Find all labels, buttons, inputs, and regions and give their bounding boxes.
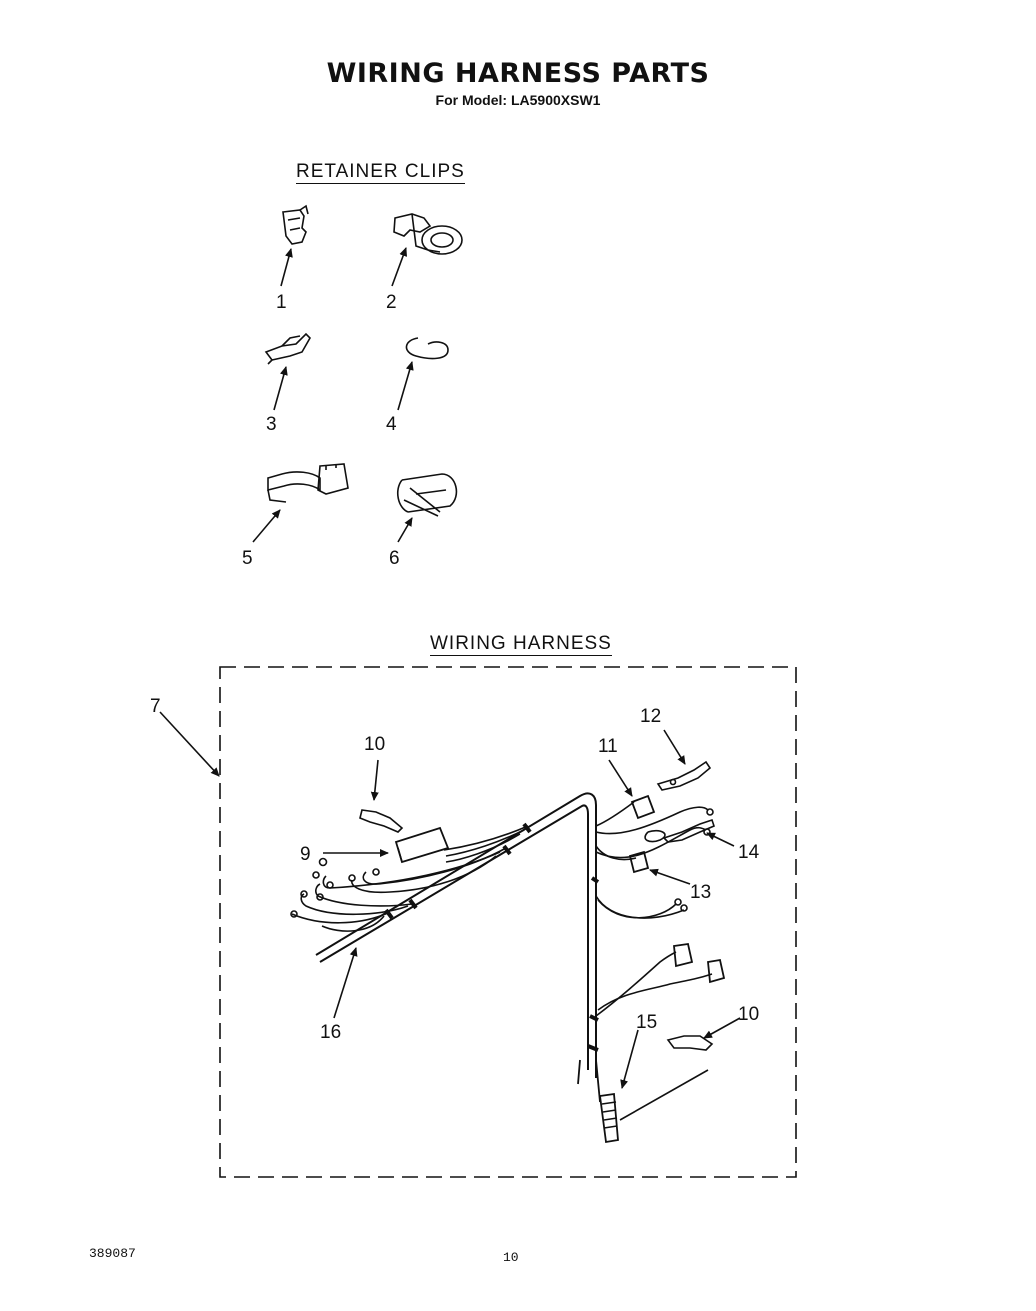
model-subtitle: For Model: LA5900XSW1 xyxy=(435,92,601,108)
callout-2: 2 xyxy=(386,292,397,313)
wiring-harness xyxy=(290,760,726,1144)
callout-13: 13 xyxy=(690,882,711,903)
callout-1: 1 xyxy=(276,292,287,313)
clip-6-part xyxy=(396,473,458,517)
callout-10-lower: 10 xyxy=(738,1004,759,1025)
callout-9: 9 xyxy=(300,844,311,865)
callout-3: 3 xyxy=(266,414,277,435)
clip-2-part xyxy=(393,213,463,255)
clip-5-part xyxy=(267,463,349,503)
callout-15: 15 xyxy=(636,1012,657,1033)
callout-5: 5 xyxy=(242,548,253,569)
callout-6: 6 xyxy=(389,548,400,569)
wiring-harness-heading: WIRING HARNESS xyxy=(430,633,612,656)
retainer-clips-heading: RETAINER CLIPS xyxy=(296,161,465,184)
clip-4-part xyxy=(405,337,449,360)
callout-10-upper: 10 xyxy=(364,734,385,755)
callout-11: 11 xyxy=(598,736,618,757)
clip-1-part xyxy=(282,204,309,245)
callout-14: 14 xyxy=(738,842,760,863)
callout-7: 7 xyxy=(150,696,161,717)
document-number: 389087 xyxy=(89,1246,136,1261)
callout-16: 16 xyxy=(320,1022,341,1043)
harness-boundary xyxy=(219,666,797,1178)
callout-12: 12 xyxy=(640,706,661,727)
callout-4: 4 xyxy=(386,414,397,435)
clip-3-part xyxy=(264,332,311,365)
page-title: WIRING HARNESS PARTS xyxy=(326,58,710,89)
page-number: 10 xyxy=(503,1250,519,1265)
clip-callouts: 1 2 3 4 5 6 xyxy=(242,292,400,569)
harness-callouts: 7 9 10 11 12 13 14 15 16 10 xyxy=(150,696,760,1043)
